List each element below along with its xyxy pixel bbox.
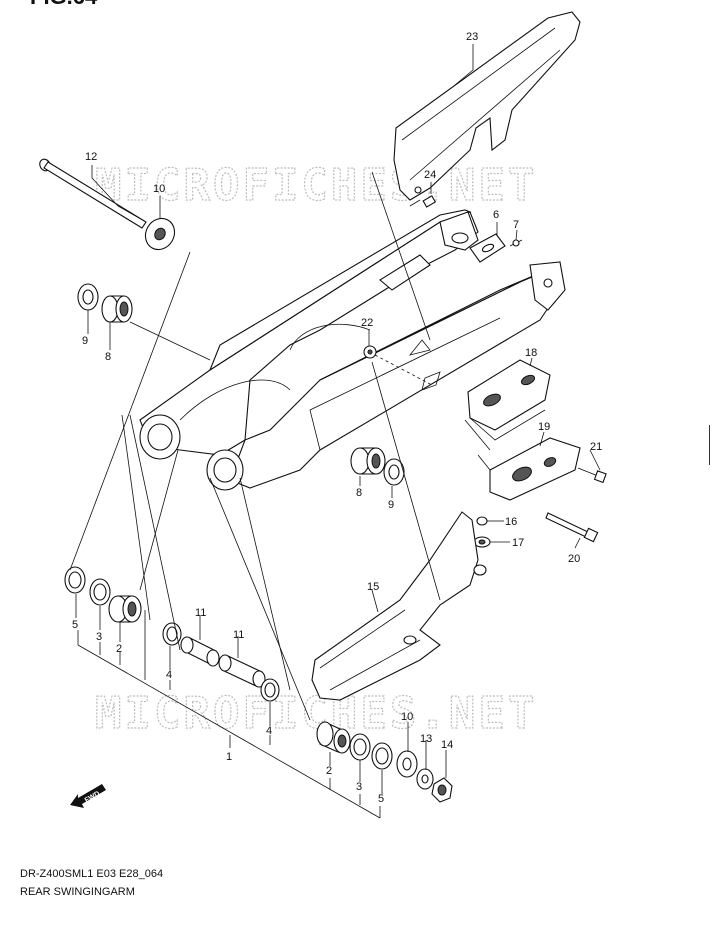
callout-24: 24 (424, 169, 436, 181)
callout-11-right: 11 (233, 629, 244, 641)
callout-10-top: 10 (153, 183, 165, 195)
part-6-adjuster-plate (469, 233, 506, 263)
callout-2-left: 2 (116, 643, 122, 655)
callout-4-right: 4 (266, 725, 272, 737)
part-24-bolt (409, 195, 437, 208)
part-19-guide-plate (477, 437, 581, 501)
fwd-label: FWD (84, 790, 101, 804)
part-18-chain-guide (467, 359, 551, 441)
model-code: DR-Z400SML1 E03 E28_064 (20, 868, 164, 880)
part-14-nut (431, 777, 453, 803)
part-13-washer (416, 768, 434, 790)
callout-14: 14 (441, 739, 453, 751)
callout-15: 15 (367, 581, 379, 593)
part-11-spacer-left (180, 636, 220, 667)
figure-title: FIG.64 (30, 0, 98, 9)
callout-18: 18 (525, 347, 537, 359)
part-17-washer (473, 536, 491, 548)
callout-8-left: 8 (105, 351, 111, 363)
part-4-collar-left (162, 622, 182, 646)
part-9-seal-center (383, 458, 405, 486)
part-2-bearing-lower-left (108, 595, 142, 623)
callout-7: 7 (513, 219, 519, 231)
callout-2-right: 2 (326, 765, 332, 777)
callout-11-left: 11 (195, 607, 206, 619)
part-11-spacer-right (218, 654, 266, 688)
callout-6: 6 (493, 209, 499, 221)
part-22-nut (363, 345, 377, 359)
watermark-bottom: MICROFICHES.NET (95, 688, 537, 739)
part-3-ring-lower-right (349, 733, 371, 761)
part-12-pivot-bolt (39, 158, 147, 229)
part-10-washer-lower (396, 750, 418, 778)
figure-caption: REAR SWINGINGARM (20, 886, 135, 898)
part-5-seal-lower-right (371, 742, 393, 770)
callout-4-left: 4 (166, 669, 172, 681)
part-8-bearing-center (350, 447, 386, 475)
callout-9-center: 9 (388, 499, 394, 511)
callout-22: 22 (361, 317, 373, 329)
callout-5-right: 5 (378, 793, 384, 805)
callout-10-lower: 10 (401, 711, 413, 723)
part-1-swingarm (139, 209, 566, 491)
callout-17: 17 (512, 537, 524, 549)
callout-9-left: 9 (82, 335, 88, 347)
part-9-seal-left (77, 283, 99, 311)
callout-1: 1 (226, 751, 232, 763)
part-20-long-bolt (545, 512, 599, 543)
callout-16: 16 (505, 516, 517, 528)
part-10-washer-top (144, 217, 176, 251)
callout-20: 20 (568, 553, 580, 565)
part-7-bolt (509, 239, 523, 247)
part-21-bolt (577, 467, 607, 484)
callout-21: 21 (590, 441, 602, 453)
callout-12: 12 (85, 151, 97, 163)
part-8-bearing-left (101, 295, 133, 323)
part-3-ring-lower-left (89, 578, 111, 606)
fwd-arrow-icon: FWD (70, 784, 106, 808)
callout-19: 19 (538, 421, 550, 433)
callout-13: 13 (420, 733, 432, 745)
callout-23: 23 (466, 31, 478, 43)
callout-5-left: 5 (72, 619, 78, 631)
callout-3-left: 3 (96, 631, 102, 643)
part-16-screw (476, 516, 494, 526)
part-5-seal-lower-left (64, 566, 86, 594)
callout-3-right: 3 (356, 781, 362, 793)
part-23-chain-case (393, 11, 581, 201)
page-edge-mark (709, 425, 718, 465)
watermark-top: MICROFICHES.NET (95, 160, 537, 211)
part-2-bearing-lower-right (316, 721, 351, 754)
part-15-chain-buffer (311, 511, 487, 701)
leader-lines (69, 44, 601, 819)
part-4-collar-right (260, 678, 280, 702)
callout-8-center: 8 (356, 487, 362, 499)
